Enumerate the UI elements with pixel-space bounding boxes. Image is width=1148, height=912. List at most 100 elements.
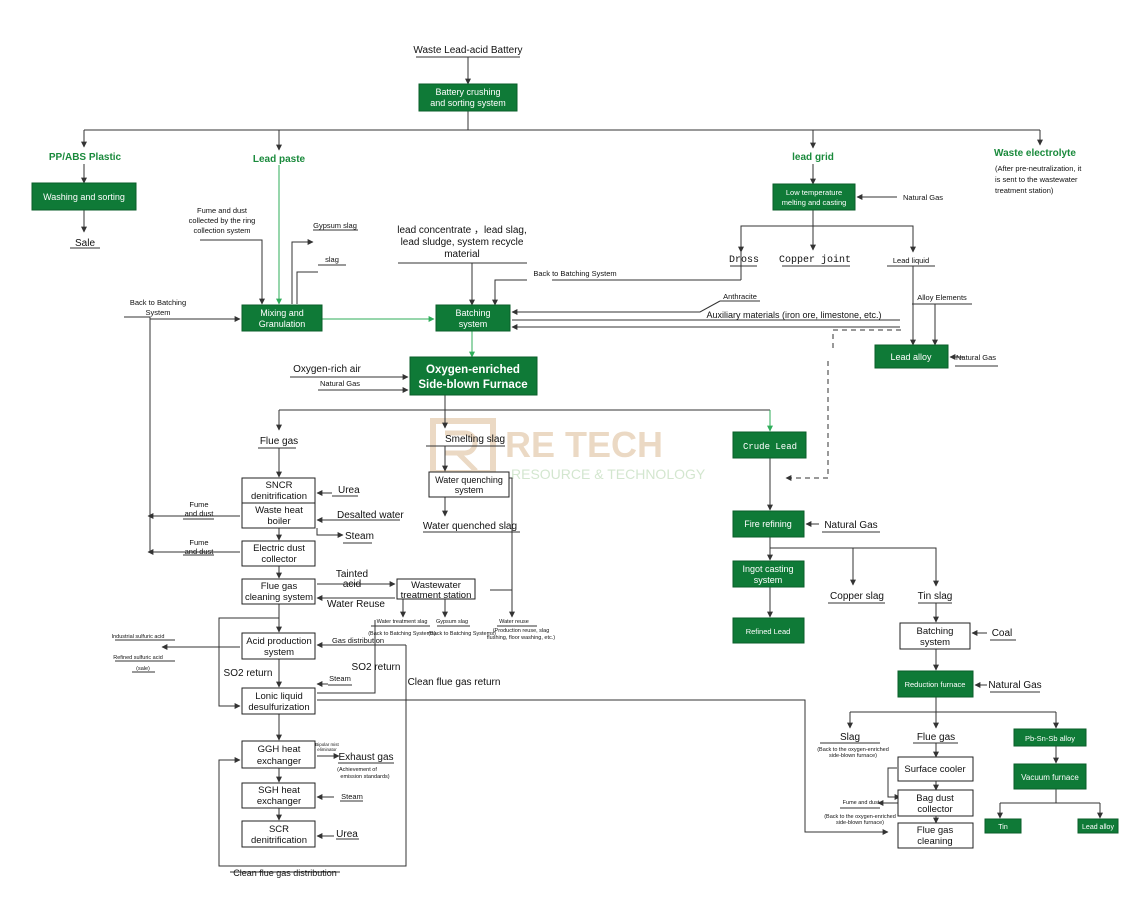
label-bag-2: collector bbox=[917, 804, 952, 815]
label-whb-1: Waste heat bbox=[255, 505, 303, 516]
label-sgh-1: SGH heat bbox=[258, 785, 300, 796]
label-natural-gas-lowtemp: Natural Gas bbox=[903, 193, 943, 202]
process-boxes bbox=[31, 83, 1119, 849]
label-back-batching-left-1: Back to Batching bbox=[130, 298, 186, 307]
vacuum-box bbox=[1013, 763, 1087, 790]
label-clean-flue-dist: Clean flue gas distribution bbox=[233, 868, 337, 878]
label-natural-gas-alloy: Natural Gas bbox=[956, 353, 996, 362]
label-flue-gas-r: Flue gas bbox=[917, 732, 955, 743]
label-pp-abs: PP/ABS Plastic bbox=[49, 152, 122, 163]
label-fume-r-note-2: side-blown furnace) bbox=[836, 820, 884, 826]
crushing-box bbox=[418, 83, 518, 112]
label-lead-grid: lead grid bbox=[792, 152, 834, 163]
fire-refining-box bbox=[732, 510, 805, 538]
label-lead-alloy-2: Lead alloy bbox=[1082, 824, 1114, 831]
whb-box bbox=[241, 502, 316, 529]
flow-lines bbox=[70, 56, 1103, 873]
wwt-box bbox=[396, 578, 476, 600]
label-steam-1: Steam bbox=[345, 531, 374, 542]
label-natural-gas-fire: Natural Gas bbox=[824, 520, 877, 531]
label-fgc-1: Flue gas bbox=[261, 581, 298, 592]
label-steam-3: Steam bbox=[341, 792, 363, 801]
label-batching2-1: Batching bbox=[917, 626, 954, 637]
mixing-box bbox=[241, 304, 323, 332]
ingot-box bbox=[732, 560, 805, 588]
label-surface-cooler: Surface cooler bbox=[904, 764, 965, 775]
label-fume-ring-3: collection system bbox=[193, 226, 250, 235]
label-smelting-slag: Smelting slag bbox=[445, 434, 505, 445]
furnace-box bbox=[409, 356, 538, 396]
label-batching-1: Batching bbox=[455, 308, 490, 318]
label-water-reuse-note-2: flushing, floor washing, etc.) bbox=[487, 635, 555, 641]
label-fume-r-note-1: (Back to the oxygen-enriched bbox=[824, 814, 896, 820]
label-pbsnsb: Pb-Sn-Sb alloy bbox=[1025, 734, 1075, 743]
label-exhaust: Exhaust gas bbox=[338, 752, 393, 763]
label-reduction: Reduction furnace bbox=[905, 680, 966, 689]
label-refined-acid: Refined sulfuric acid bbox=[113, 655, 163, 661]
label-ggh-2: exchanger bbox=[257, 756, 301, 767]
label-alloy-elements: Alloy Elements bbox=[917, 293, 967, 302]
label-fgc-r-2: cleaning bbox=[917, 836, 952, 847]
refined-lead-box bbox=[732, 617, 805, 644]
label-gypsum-slag-2: Gypsum slag bbox=[436, 619, 468, 625]
label-coal: Coal bbox=[992, 628, 1013, 639]
label-ionic-1: Lonic liquid bbox=[255, 691, 303, 702]
label-batching-2: system bbox=[459, 319, 488, 329]
label-wwt-2: treatment station bbox=[401, 590, 472, 601]
label-sale-small: (sale) bbox=[136, 666, 150, 672]
label-gypsum-note: (Back to Batching Systems) bbox=[428, 631, 496, 637]
label-lead-conc-1: lead concentrate ，lead slag, bbox=[397, 225, 527, 236]
label-ingot-1: Ingot casting bbox=[742, 564, 793, 574]
bag-box bbox=[897, 789, 974, 817]
edc-box bbox=[241, 540, 316, 567]
label-ingot-2: system bbox=[754, 575, 783, 585]
labels: Waste Lead-acid Battery Battery crushing… bbox=[43, 45, 1114, 878]
label-steam-2: Steam bbox=[329, 674, 351, 683]
label-fume-ring-2: collected by the ring bbox=[189, 216, 256, 225]
label-batching2-2: system bbox=[920, 637, 950, 648]
label-mixing-2: Granulation bbox=[259, 319, 306, 329]
label-bag-1: Bag dust bbox=[916, 793, 954, 804]
label-fume-a-1: Fume bbox=[189, 500, 208, 509]
label-crushing-1: Battery crushing bbox=[435, 87, 500, 97]
acid-prod-box bbox=[241, 632, 316, 660]
label-tin: Tin bbox=[998, 824, 1008, 831]
label-ggh-small-2: eliminator bbox=[317, 747, 337, 752]
fgc-r-box bbox=[897, 822, 974, 849]
label-crude-lead: Crude Lead bbox=[743, 442, 797, 452]
label-mixing-1: Mixing and bbox=[260, 308, 304, 318]
label-water-quench-2: system bbox=[455, 485, 484, 495]
label-waste-battery: Waste Lead-acid Battery bbox=[413, 45, 522, 56]
label-ionic-2: desulfurization bbox=[248, 702, 309, 713]
label-fume-ring-1: Fume and dust bbox=[197, 206, 248, 215]
ionic-box bbox=[241, 687, 316, 715]
label-acid-prod-1: Acid production bbox=[246, 636, 311, 647]
label-urea-1: Urea bbox=[338, 485, 360, 496]
label-edc-1: Electric dust bbox=[253, 543, 305, 554]
label-slag-r-note-1: (Back to the oxygen-enriched bbox=[817, 747, 889, 753]
label-water-quench-1: Water quenching bbox=[435, 475, 503, 485]
label-furnace-2: Side-blown Furnace bbox=[418, 379, 527, 391]
label-clean-flue-return: Clean flue gas return bbox=[408, 677, 501, 688]
label-exhaust-note-2: emission standards) bbox=[340, 774, 389, 780]
label-water-reuse-2: Water reuse bbox=[499, 619, 529, 625]
label-water-quenched-slag: Water quenched slag bbox=[423, 521, 517, 532]
label-flue-gas: Flue gas bbox=[260, 436, 298, 447]
label-tainted-1: Tainted bbox=[336, 569, 368, 580]
batching2-box bbox=[899, 622, 971, 650]
label-fume-r: Fume and dust bbox=[843, 800, 880, 806]
label-whb-2: boiler bbox=[267, 516, 290, 527]
label-lead-alloy: Lead alloy bbox=[890, 352, 932, 362]
label-tin-slag: Tin slag bbox=[918, 591, 953, 602]
label-sgh-2: exchanger bbox=[257, 796, 301, 807]
label-fume-b-2: and dust bbox=[185, 547, 215, 556]
crude-lead-box bbox=[732, 431, 807, 459]
label-furnace-1: Oxygen-enriched bbox=[426, 364, 520, 376]
label-anthracite: Anthracite bbox=[723, 292, 757, 301]
label-copper-joint: Copper joint bbox=[779, 254, 851, 266]
label-crushing-2: and sorting system bbox=[430, 98, 506, 108]
label-wt-slag-note: (Back to Batching Systems) bbox=[368, 631, 436, 637]
label-lead-conc-3: material bbox=[444, 249, 480, 260]
ggh-box bbox=[241, 740, 316, 769]
